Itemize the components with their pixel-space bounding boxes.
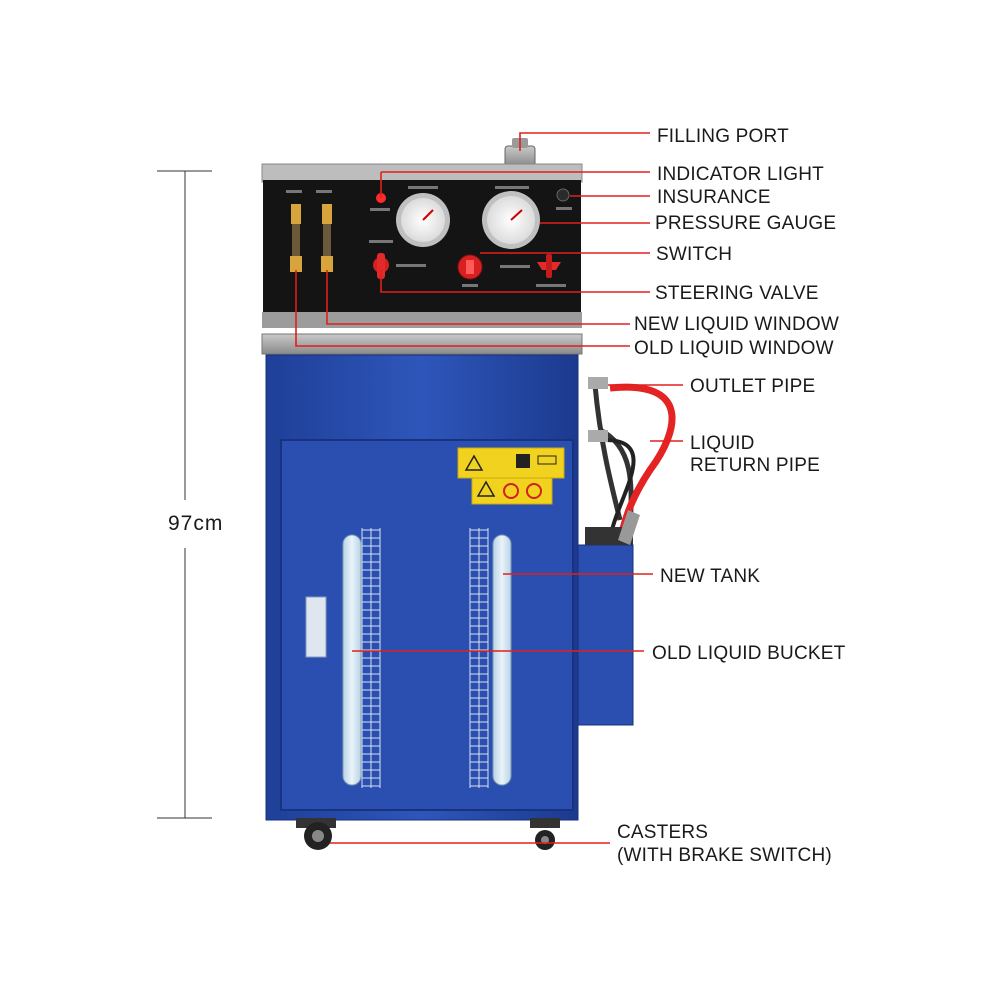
new-liquid-level-window (469, 528, 512, 788)
height-dimension (157, 170, 212, 819)
label-old-liquid-window: OLD LIQUID WINDOW (634, 338, 834, 359)
control-panel (261, 163, 583, 355)
label-switch: SWITCH (656, 244, 733, 265)
casters (296, 818, 560, 850)
leader-lines (295, 132, 683, 844)
new-tank (577, 510, 640, 726)
steering-valve-knob (373, 253, 389, 279)
pressure-gauge-right (482, 191, 540, 249)
label-insurance: INSURANCE (657, 187, 771, 208)
switch-knob (457, 254, 483, 280)
label-new-liquid-window: NEW LIQUID WINDOW (634, 314, 839, 335)
insurance-fuse (556, 188, 570, 202)
label-old-liquid-bucket: OLD LIQUID BUCKET (652, 643, 846, 664)
label-new-tank: NEW TANK (660, 566, 761, 587)
valve-knob-right (537, 254, 561, 278)
cabinet (265, 354, 579, 821)
liquid-window-tubes (290, 204, 333, 272)
label-casters-1: CASTERS (617, 822, 709, 843)
label-indicator-light: INDICATOR LIGHT (657, 164, 824, 185)
label-liquid-return-pipe-1: LIQUID (690, 433, 755, 454)
label-filling-port: FILLING PORT (657, 126, 789, 147)
label-liquid-return-pipe-2: RETURN PIPE (690, 455, 820, 476)
label-casters-2: (WITH BRAKE SWITCH) (617, 845, 832, 866)
label-pressure-gauge: PRESSURE GAUGE (655, 213, 837, 234)
warning-sticker (457, 447, 565, 505)
panel-labels (286, 186, 572, 287)
label-outlet-pipe: OUTLET PIPE (690, 376, 816, 397)
label-steering-valve: STEERING VALVE (655, 283, 819, 304)
old-liquid-level-window (342, 528, 381, 788)
pressure-gauge-left (396, 193, 450, 247)
height-label: 97cm (168, 512, 224, 535)
